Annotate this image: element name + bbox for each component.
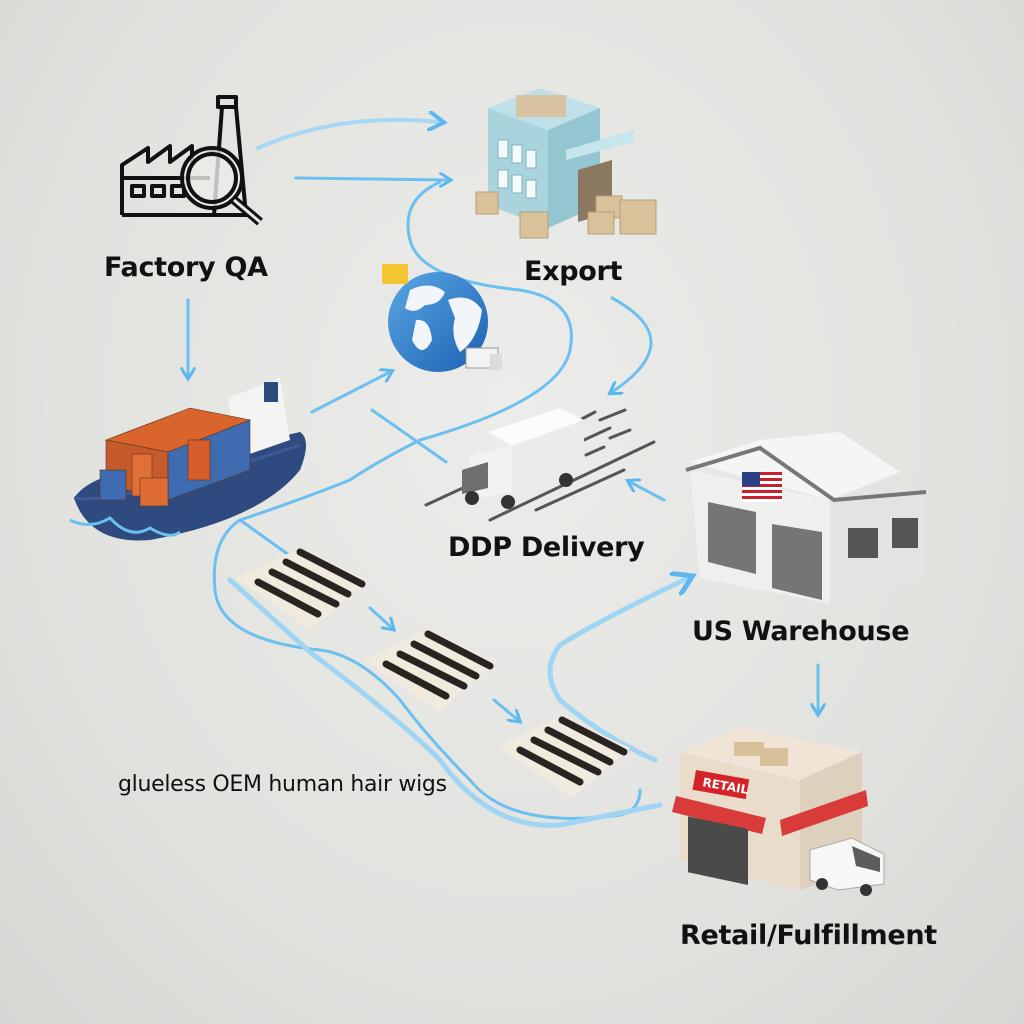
flow-long-bottom [227, 577, 663, 828]
flow-globe-to-ddp [370, 408, 448, 464]
flow-paths [188, 120, 818, 828]
factory-magnifier-icon [120, 95, 263, 226]
delivery-truck-icon [424, 408, 656, 522]
stage-label-us-warehouse: US Warehouse [692, 616, 910, 647]
stage-label-ddp-delivery: DDP Delivery [448, 532, 645, 563]
flow-wig2-to-wig3 [492, 698, 518, 720]
wave-icon [69, 516, 181, 537]
flow-ship-to-globe [310, 372, 390, 414]
flow-factory-to-export [256, 120, 440, 150]
flow-factory-to-export-2 [294, 178, 448, 180]
container-ship-icon [69, 378, 306, 541]
garage-door-icon [708, 502, 822, 600]
retail-store-icon: RETAIL [672, 728, 885, 896]
stage-label-factory-qa: Factory QA [104, 252, 268, 283]
flow-to-us-warehouse [547, 578, 688, 763]
globe-icon [382, 264, 502, 372]
stage-label-retail: Retail/Fulfillment [680, 920, 937, 951]
us-flag-icon [742, 472, 782, 502]
wig-tray-icon [498, 716, 630, 798]
forklift-icon [382, 264, 408, 284]
us-warehouse-icon [685, 432, 927, 604]
wig-tray-icon [364, 630, 496, 712]
export-warehouse-icon [475, 88, 657, 239]
wig-tray-icon [236, 548, 368, 630]
stage-label-export: Export [524, 256, 623, 287]
small-truck-icon [465, 347, 502, 370]
product-label: glueless OEM human hair wigs [118, 772, 447, 797]
flow-export-to-ddp [612, 296, 653, 392]
flow-wig1-to-wig2 [368, 606, 392, 628]
flow-warehouse-to-ddp [630, 482, 666, 502]
delivery-van-icon [809, 837, 885, 896]
